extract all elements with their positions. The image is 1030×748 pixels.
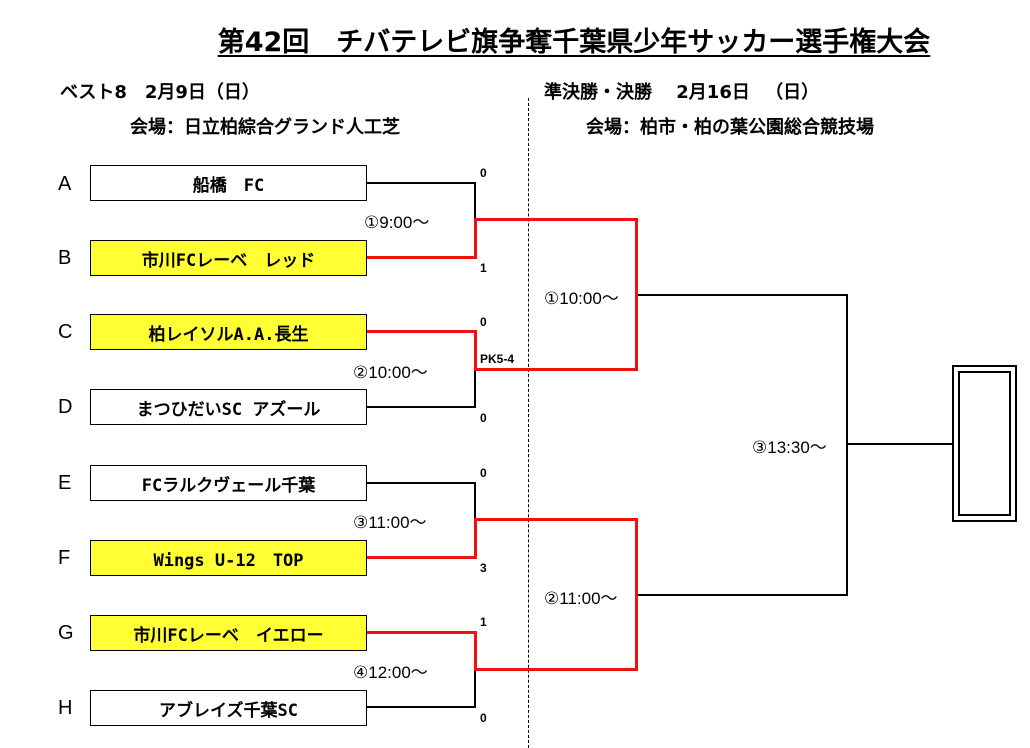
qf4-score-bottom: 0 (480, 711, 487, 725)
qf3-score-bottom: 3 (480, 561, 487, 575)
qf3-line-vert-bottom (474, 518, 477, 559)
final-line-vert (846, 294, 848, 596)
champion-box-inner (958, 371, 1011, 516)
team-box-g: 市川FCレーベ イエロー (90, 615, 367, 651)
qf2-line-vert-bottom (474, 369, 476, 408)
team-letter-c: C (58, 321, 73, 343)
qf4-line-out (474, 668, 638, 671)
qf4-score-top: 1 (480, 615, 487, 629)
sf1-line-out (638, 294, 848, 296)
qf3-line-top (367, 482, 476, 484)
qf3-time: ③11:00～ (353, 513, 427, 532)
team-letter-h: H (58, 697, 73, 719)
sf1-time: ①10:00～ (544, 289, 619, 308)
qf4-time: ④12:00～ (353, 663, 428, 682)
qf4-line-top (367, 631, 477, 634)
qf2-line-top (367, 330, 477, 333)
qf3-line-bottom (367, 556, 477, 559)
team-box-c: 柏レイソルA.A.長生 (90, 314, 367, 350)
qf1-line-out (474, 218, 638, 221)
final-time: ③13:30～ (752, 438, 827, 457)
right-round-date: 準決勝・決勝 2月16日 （日） (544, 82, 820, 103)
sf2-line-vert (635, 518, 638, 671)
team-letter-g: G (58, 622, 74, 644)
team-letter-e: E (58, 472, 72, 494)
qf1-score-top: 0 (480, 166, 487, 180)
team-box-e: FCラルクヴェール千葉 (90, 465, 367, 501)
qf1-line-vert-top (474, 182, 476, 220)
left-venue: 会場：日立柏綜合グランド人工芝 (130, 117, 400, 138)
sf2-time: ②11:00～ (544, 589, 618, 608)
qf2-line-vert-top (474, 330, 477, 371)
qf2-line-out (474, 368, 638, 371)
qf2-score-top: 0 (480, 315, 487, 329)
team-letter-a: A (58, 173, 72, 195)
qf2-score-bottom: 0 (480, 411, 487, 425)
team-box-a: 船橋 FC (90, 165, 367, 201)
team-letter-b: B (58, 247, 72, 269)
team-box-d: まつひだいSC アズール (90, 389, 367, 425)
team-box-h: アブレイズ千葉SC (90, 690, 367, 726)
team-box-f: Wings U-12 TOP (90, 540, 367, 576)
qf2-time: ②10:00～ (353, 363, 428, 382)
sf2-line-out (638, 594, 848, 596)
qf1-line-bottom (367, 256, 477, 259)
final-line-out (846, 443, 952, 445)
qf1-line-top (367, 182, 476, 184)
team-letter-f: F (58, 547, 71, 569)
venue-divider (528, 98, 529, 748)
qf2-pk-score: PK5-4 (480, 352, 515, 366)
qf2-line-bottom (367, 406, 476, 408)
qf1-score-bottom: 1 (480, 261, 487, 275)
left-round-date: ベスト8 2月9日（日） (60, 82, 260, 103)
qf4-line-vert-top (474, 631, 477, 671)
qf1-time: ①9:00～ (364, 213, 430, 232)
team-box-b: 市川FCレーベ レッド (90, 240, 367, 276)
page-title: 第42回 チバテレビ旗争奪千葉県少年サッカー選手権大会 (217, 27, 931, 58)
team-letter-d: D (58, 396, 73, 418)
right-venue: 会場：柏市・柏の葉公園総合競技場 (586, 117, 874, 138)
qf1-line-vert-bottom (474, 218, 477, 259)
qf3-line-vert-top (474, 482, 476, 520)
champion-box (952, 365, 1017, 522)
qf3-score-top: 0 (480, 466, 487, 480)
qf4-line-vert-bottom (474, 669, 476, 708)
qf3-line-out (474, 518, 638, 521)
qf4-line-bottom (367, 706, 476, 708)
sf1-line-vert (635, 218, 638, 371)
